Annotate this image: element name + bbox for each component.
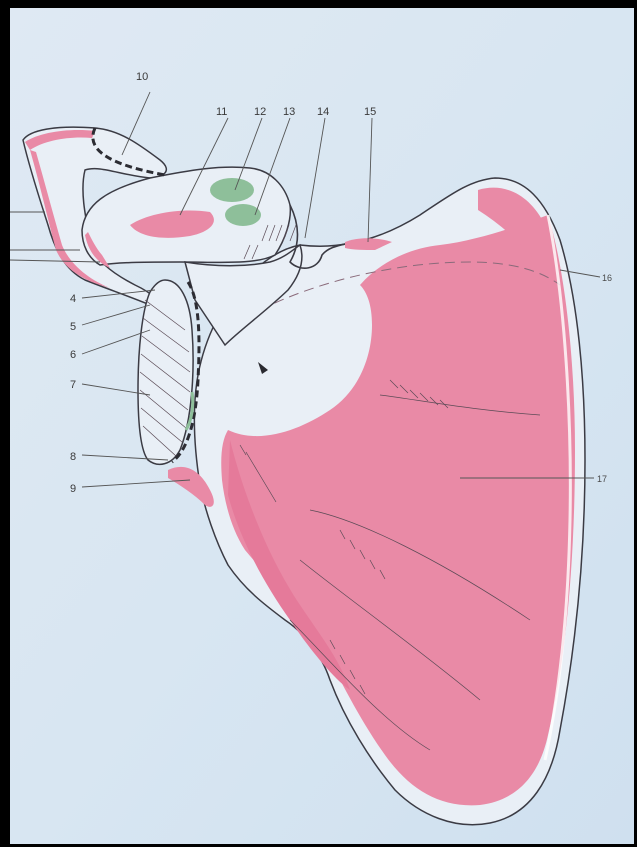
label-14: 14 (317, 106, 329, 118)
ligament-area-12b (225, 204, 261, 226)
label-11: 11 (216, 106, 227, 118)
label-9: 9 (70, 483, 76, 495)
ligament-area-12a (210, 178, 254, 202)
label-5: 5 (70, 321, 76, 333)
label-16: 16 (602, 273, 612, 283)
glenoid-outline (138, 280, 193, 464)
label-17: 17 (597, 474, 607, 484)
label-7: 7 (70, 379, 76, 391)
label-12: 12 (254, 106, 266, 118)
label-10: 10 (136, 71, 148, 83)
label-8: 8 (70, 451, 76, 463)
label-13: 13 (283, 106, 295, 118)
label-4: 4 (70, 293, 76, 305)
label-15: 15 (364, 106, 376, 118)
label-6: 6 (70, 349, 76, 361)
